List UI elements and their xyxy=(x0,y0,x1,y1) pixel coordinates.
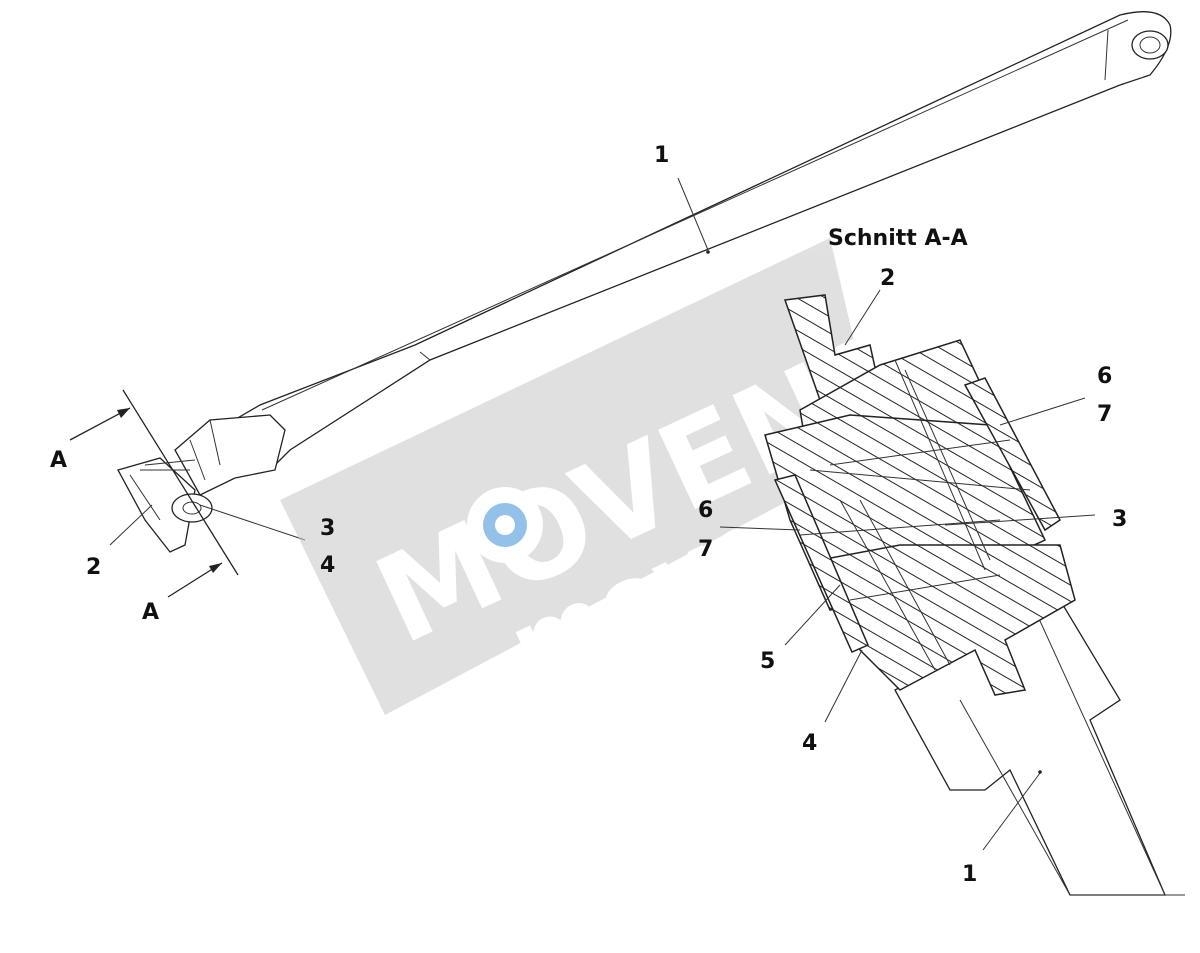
section-callout-2: 2 xyxy=(880,266,895,291)
arm-end-eye xyxy=(1131,30,1169,60)
section-block-lower xyxy=(818,544,1076,696)
arm-assembly xyxy=(69,11,1172,598)
section-mark-top: A xyxy=(50,448,67,473)
section-washer-left xyxy=(773,474,869,653)
section-callout-7-left: 7 xyxy=(698,537,713,562)
section-title: Schnitt A-A xyxy=(828,226,968,251)
arm-body xyxy=(198,11,1172,471)
pin-washer xyxy=(171,493,213,523)
watermark-band xyxy=(280,238,880,715)
section-callout-1: 1 xyxy=(962,862,977,887)
section-callout-6-right: 6 xyxy=(1097,364,1112,389)
section-washer-right xyxy=(963,377,1061,532)
section-callout-5: 5 xyxy=(760,649,775,674)
pivot-bracket xyxy=(174,414,286,496)
section-line xyxy=(122,389,239,576)
section-callout-6-left: 6 xyxy=(698,498,713,523)
callout-3-pin: 3 xyxy=(320,516,335,541)
mounting-plate xyxy=(117,457,196,553)
section-callout-3: 3 xyxy=(1112,507,1127,532)
section-callout-4: 4 xyxy=(802,731,817,756)
callout-2-plate: 2 xyxy=(86,555,101,580)
section-callout-7-right: 7 xyxy=(1097,402,1112,427)
callout-1-arm: 1 xyxy=(654,143,669,168)
callout-4-washer: 4 xyxy=(320,553,335,578)
section-view xyxy=(719,289,1185,896)
section-mark-bottom: A xyxy=(142,600,159,625)
